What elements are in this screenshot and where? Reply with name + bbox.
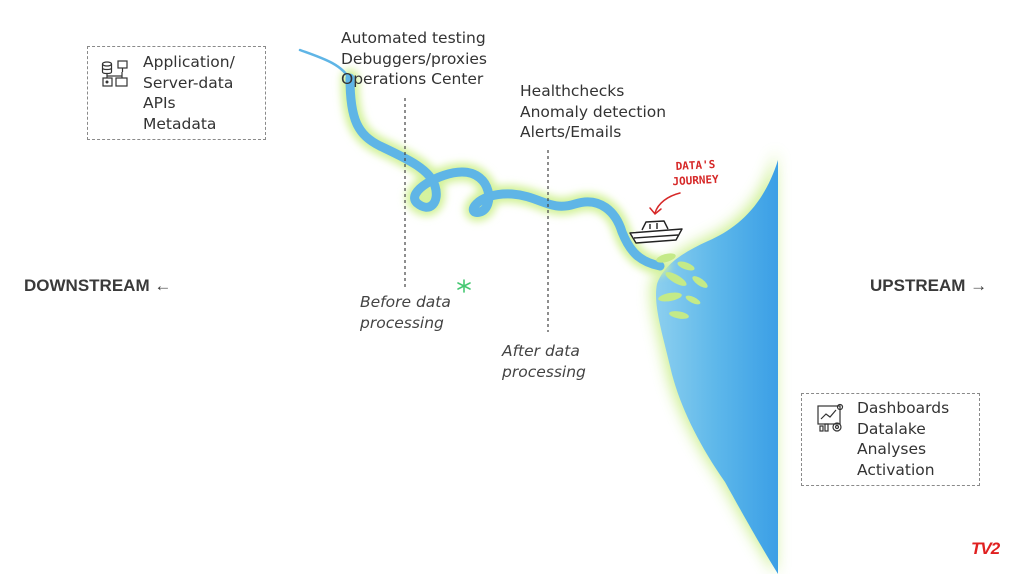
testing-tool-item: Debuggers/proxies <box>341 49 487 68</box>
tv2-logo: TV2 <box>971 539 1000 558</box>
boat-icon <box>629 220 683 244</box>
delta-islands <box>656 253 708 319</box>
river-source <box>298 48 352 82</box>
consumers-line: Analyses <box>857 440 927 458</box>
sources-line: Metadata <box>143 114 217 133</box>
monitoring-tool-item: Alerts/Emails <box>520 123 622 141</box>
testing-tool-item: Automated testing <box>341 29 486 47</box>
monitoring-tools-list: Healthchecks Anomaly detection Alerts/Em… <box>520 81 666 143</box>
stage-before-label: Before data processing <box>360 293 451 332</box>
sea <box>656 160 778 574</box>
sparkle-icon <box>457 279 471 293</box>
data-sources-box: Application/ Server-data APIs Metadata <box>87 46 266 140</box>
stage-after-label: After data processing <box>502 342 586 381</box>
consumers-line: Datalake <box>857 419 926 438</box>
monitoring-tool-item: Anomaly detection <box>520 102 667 121</box>
journey-arrow <box>654 192 681 214</box>
upstream-label: UPSTREAM → <box>870 276 988 295</box>
monitoring-tool-item: Healthchecks <box>520 82 625 100</box>
consumers-line: Dashboards <box>857 399 950 417</box>
testing-tools-list: Automated testing Debuggers/proxies Oper… <box>341 28 487 90</box>
server-network-icon <box>101 60 128 87</box>
sources-line: APIs <box>143 94 176 112</box>
data-consumers-box: Dashboards Datalake Analyses Activation <box>801 393 980 486</box>
consumers-line: Activation <box>857 460 935 479</box>
sources-line: Application/ <box>143 53 235 71</box>
river <box>345 73 665 271</box>
testing-tool-item: Operations Center <box>341 70 484 88</box>
dashboard-chart-icon <box>817 403 844 432</box>
sources-line: Server-data <box>143 73 234 92</box>
journey-annotation: DATA'S JOURNEY <box>672 157 720 189</box>
downstream-label: DOWNSTREAM ← <box>24 276 172 295</box>
